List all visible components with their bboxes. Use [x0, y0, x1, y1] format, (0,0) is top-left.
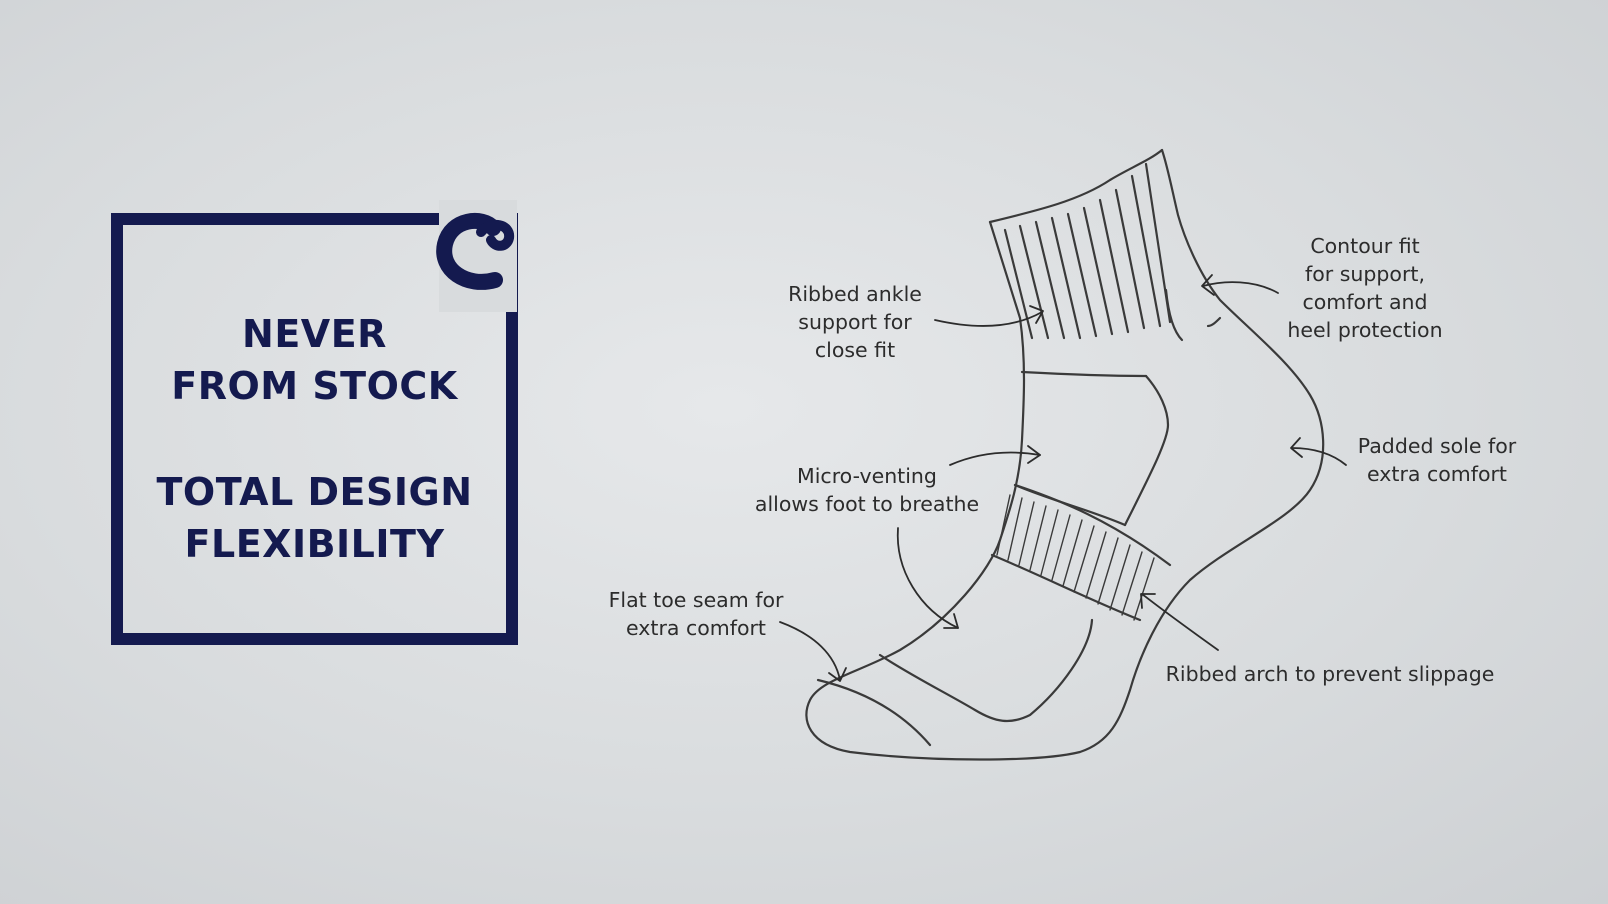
callout-line: allows foot to breathe [754, 492, 980, 516]
callout-line: Micro-venting [797, 464, 937, 488]
sock-cuff-top [988, 148, 1164, 224]
padded-sole-arrow [1291, 447, 1347, 466]
callout-line: for support, [1305, 262, 1425, 286]
callout-line: heel protection [1287, 318, 1443, 342]
callout-flat-toe: Flat toe seam for extra comfort [606, 586, 786, 642]
callout-line: support for [798, 310, 912, 334]
flat-toe-arrow [779, 621, 841, 681]
headline-never-from-stock: NEVER FROM STOCK [123, 308, 506, 412]
callout-ribbed-ankle: Ribbed ankle support for close fit [780, 280, 930, 364]
callout-line: Flat toe seam for [608, 588, 784, 612]
callout-line: comfort and [1302, 290, 1428, 314]
sole-panel [878, 618, 1094, 723]
headline-line: FLEXIBILITY [184, 522, 445, 566]
c-logo-icon [436, 213, 515, 290]
callout-line: Ribbed arch to prevent slippage [1165, 662, 1495, 686]
callout-micro-venting: Micro-venting allows foot to breathe [752, 462, 982, 518]
callout-line: Contour fit [1310, 234, 1420, 258]
micro-venting-arrow [949, 451, 1041, 466]
arch-band-bottom [990, 553, 1142, 622]
callout-contour-fit: Contour fit for support, comfort and hee… [1280, 232, 1450, 344]
headline-line: TOTAL DESIGN [156, 470, 473, 514]
toe-seam [816, 678, 932, 747]
ribbed-arch-arrow [1141, 593, 1219, 651]
ankle-band-edge [1020, 370, 1148, 378]
callout-line: extra comfort [626, 616, 766, 640]
micro-venting-down-arrow [896, 527, 959, 629]
headline-total-design: TOTAL DESIGN FLEXIBILITY [123, 466, 506, 570]
sock-front-outline [805, 148, 1325, 761]
callout-line: Padded sole for [1357, 434, 1517, 458]
callout-line: close fit [814, 338, 896, 362]
venting-panel [1123, 374, 1170, 527]
heel-seam [1164, 288, 1184, 342]
arch-band-top [1013, 483, 1172, 567]
brand-frame [111, 213, 518, 645]
headline-line: NEVER [242, 312, 387, 356]
contour-fit-arrow [1202, 281, 1279, 294]
callout-ribbed-arch: Ribbed arch to prevent slippage [1160, 660, 1500, 688]
callout-padded-sole: Padded sole for extra comfort [1352, 432, 1522, 488]
callout-line: extra comfort [1367, 462, 1507, 486]
headline-line: FROM STOCK [171, 364, 458, 408]
ribbed-ankle-arrow [934, 311, 1043, 327]
callout-line: Ribbed ankle [788, 282, 922, 306]
